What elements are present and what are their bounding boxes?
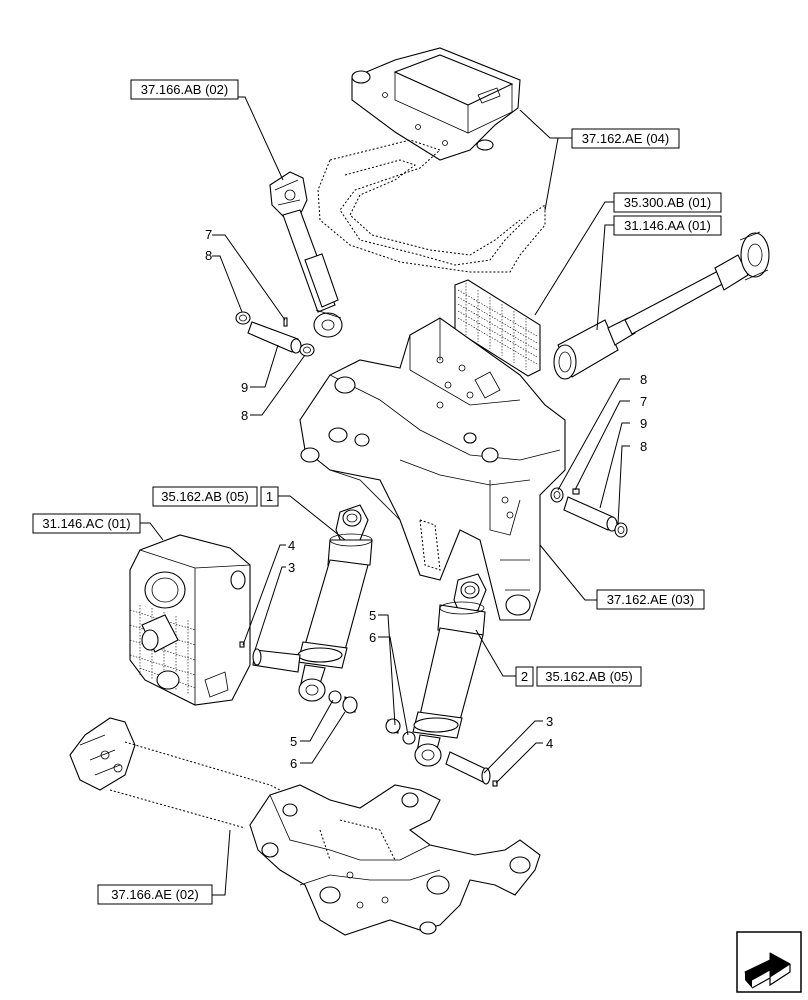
ref-label: 31.146.AA (01) (624, 218, 711, 233)
ref-label: 35.162.AB (05) (161, 489, 248, 504)
lower-link-frame (69, 717, 541, 936)
callout-left-9: 9 (241, 380, 248, 395)
callout-cyl2-5: 5 (369, 608, 376, 623)
top-mounting-plate (351, 47, 521, 161)
ref-label: 37.166.AE (02) (111, 887, 198, 902)
hydraulic-cylinder-2 (385, 573, 498, 787)
callout-cyl2-4: 4 (546, 736, 553, 751)
ref-label: 37.162.AE (04) (582, 131, 669, 146)
ref-box-37162AE-03[interactable]: 37.162.AE (03) (596, 589, 705, 610)
callout-number: 2 (521, 669, 528, 684)
callout-right-9: 9 (640, 416, 647, 431)
pto-gearbox (129, 534, 251, 706)
left-pin-set (235, 311, 315, 357)
next-page-arrow-icon[interactable] (736, 931, 802, 993)
callout-box-item-2[interactable]: 2 (515, 666, 534, 687)
callout-cyl2-3: 3 (546, 714, 553, 729)
callout-left-8a: 8 (205, 248, 212, 263)
callout-cyl2-6: 6 (369, 630, 376, 645)
ref-box-37162AE-04[interactable]: 37.162.AE (04) (571, 128, 680, 149)
ref-box-35162AB-05-mid[interactable]: 35.162.AB (05) (536, 666, 642, 687)
ref-box-37166AB-02[interactable]: 37.166.AB (02) (130, 79, 239, 100)
callout-left-8b: 8 (241, 408, 248, 423)
ref-box-37166AE-02[interactable]: 37.166.AE (02) (97, 884, 213, 905)
callout-right-8b: 8 (640, 439, 647, 454)
callout-left-7: 7 (205, 227, 212, 242)
ref-label: 37.162.AE (03) (607, 592, 694, 607)
callout-cyl1-6: 6 (290, 756, 297, 771)
ref-label: 37.166.AB (02) (141, 82, 228, 97)
ref-box-31146AA-01[interactable]: 31.146.AA (01) (613, 215, 722, 236)
ref-label: 35.300.AB (01) (624, 195, 711, 210)
callout-box-item-1[interactable]: 1 (260, 486, 279, 507)
ref-label: 31.146.AC (01) (42, 516, 130, 531)
right-pin-set (550, 487, 628, 538)
leader-lines (140, 96, 630, 896)
hydraulic-cylinder-1 (239, 504, 373, 714)
callout-cyl1-5: 5 (290, 734, 297, 749)
callout-right-7: 7 (640, 394, 647, 409)
ref-box-35300AB-01[interactable]: 35.300.AB (01) (613, 192, 722, 213)
central-housing (299, 317, 566, 621)
dashed-gasket-frame (317, 139, 546, 273)
callout-number: 1 (266, 489, 273, 504)
ref-label: 35.162.AB (05) (545, 669, 632, 684)
ref-box-31146AC-01[interactable]: 31.146.AC (01) (32, 513, 141, 534)
pto-shaft (553, 231, 770, 380)
callout-right-8a: 8 (640, 372, 647, 387)
upper-link (269, 171, 343, 338)
callout-cyl1-4: 4 (288, 538, 295, 553)
callout-cyl1-3: 3 (288, 560, 295, 575)
ref-box-35162AB-05-top[interactable]: 35.162.AB (05) (152, 486, 258, 507)
